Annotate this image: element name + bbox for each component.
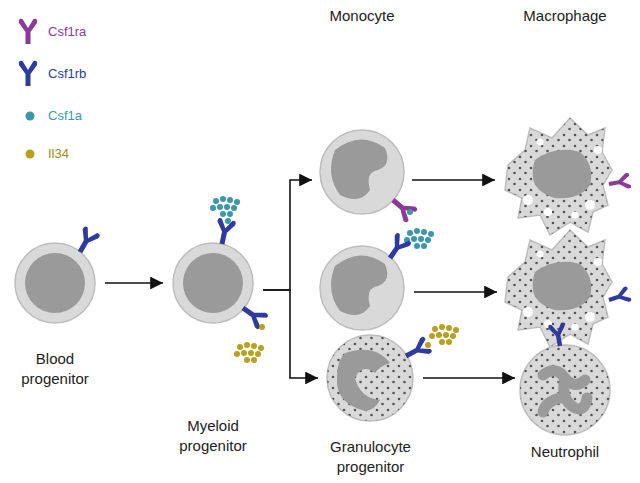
cell-label: Monocyte: [329, 6, 394, 26]
cell-label: Blood progenitor: [5, 345, 105, 389]
differentiation-arrow: [412, 179, 495, 181]
legend-text: Il34: [48, 146, 69, 162]
cell-label: Neutrophil: [531, 438, 599, 462]
differentiation-arrow: [423, 377, 515, 379]
ligand-sample: [26, 150, 35, 159]
granulocyte-progenitor-cell: [327, 324, 459, 421]
ligand-sample: [26, 112, 35, 121]
cell-area: [163, 240, 263, 412]
differentiation-arrow: [414, 291, 497, 293]
cell-node: Macrophage: [495, 6, 635, 258]
cell-label: Macrophage: [523, 6, 606, 26]
cell-area: [495, 26, 635, 258]
myeloid-progenitor-cell: [173, 196, 269, 363]
legend-text: Csf1a: [48, 108, 82, 124]
legend-text: Csf1rb: [48, 66, 86, 82]
cell-area: [318, 335, 423, 433]
differentiation-arrow: [263, 180, 312, 290]
receptor-sample: [19, 19, 37, 44]
cell-node: Granulocyte progenitor: [318, 335, 423, 477]
monocyte-cell: [320, 232, 412, 330]
cell-area: [515, 342, 615, 438]
monocyte-cell: [320, 130, 434, 249]
differentiation-arrow: [105, 282, 163, 284]
cell-node: Blood progenitor: [5, 240, 105, 389]
macrophage-cell: [505, 230, 632, 347]
cell-node: Myeloid progenitor: [163, 240, 263, 456]
cell-node: Monocyte: [312, 6, 412, 216]
cell-node: Neutrophil: [515, 342, 615, 462]
macrophage-cell: [505, 118, 631, 235]
cell-area: [312, 26, 412, 216]
cell-label: Granulocyte progenitor: [318, 433, 423, 477]
blood-progenitor-cell: [15, 226, 101, 323]
legend-text: Csf1ra: [48, 24, 86, 40]
cell-area: [5, 240, 105, 345]
neutrophil-cell: [520, 322, 610, 435]
differentiation-arrow: [263, 290, 318, 378]
cell-label: Myeloid progenitor: [163, 412, 263, 456]
receptor-sample: [19, 61, 37, 86]
